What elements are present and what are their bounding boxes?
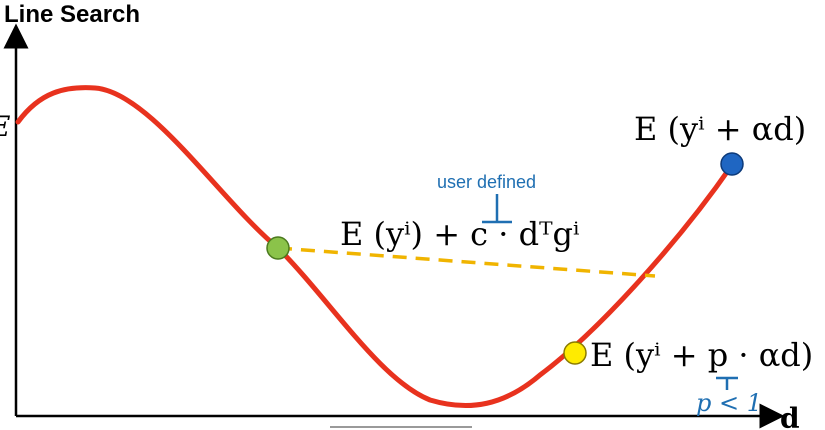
y-axis-label: E: [0, 110, 10, 143]
start-point: [266, 236, 290, 260]
user-defined-note: user defined: [437, 172, 536, 192]
x-axis-label: d: [780, 402, 800, 430]
full-step-label: E (yⁱ + αd): [634, 110, 806, 148]
sufficient-decrease-line: [277, 246, 656, 278]
p-constraint-note: p < 1: [696, 389, 762, 417]
full-step-point: [720, 152, 744, 176]
backtrack-label: E (yⁱ + p · αd): [590, 336, 813, 374]
sufficient-decrease-label: E (yⁱ) + c · dᵀgⁱ: [340, 215, 579, 253]
diagram-title: Line Search: [4, 1, 140, 28]
energy-curve: [15, 85, 735, 409]
backtrack-point: [563, 341, 587, 365]
